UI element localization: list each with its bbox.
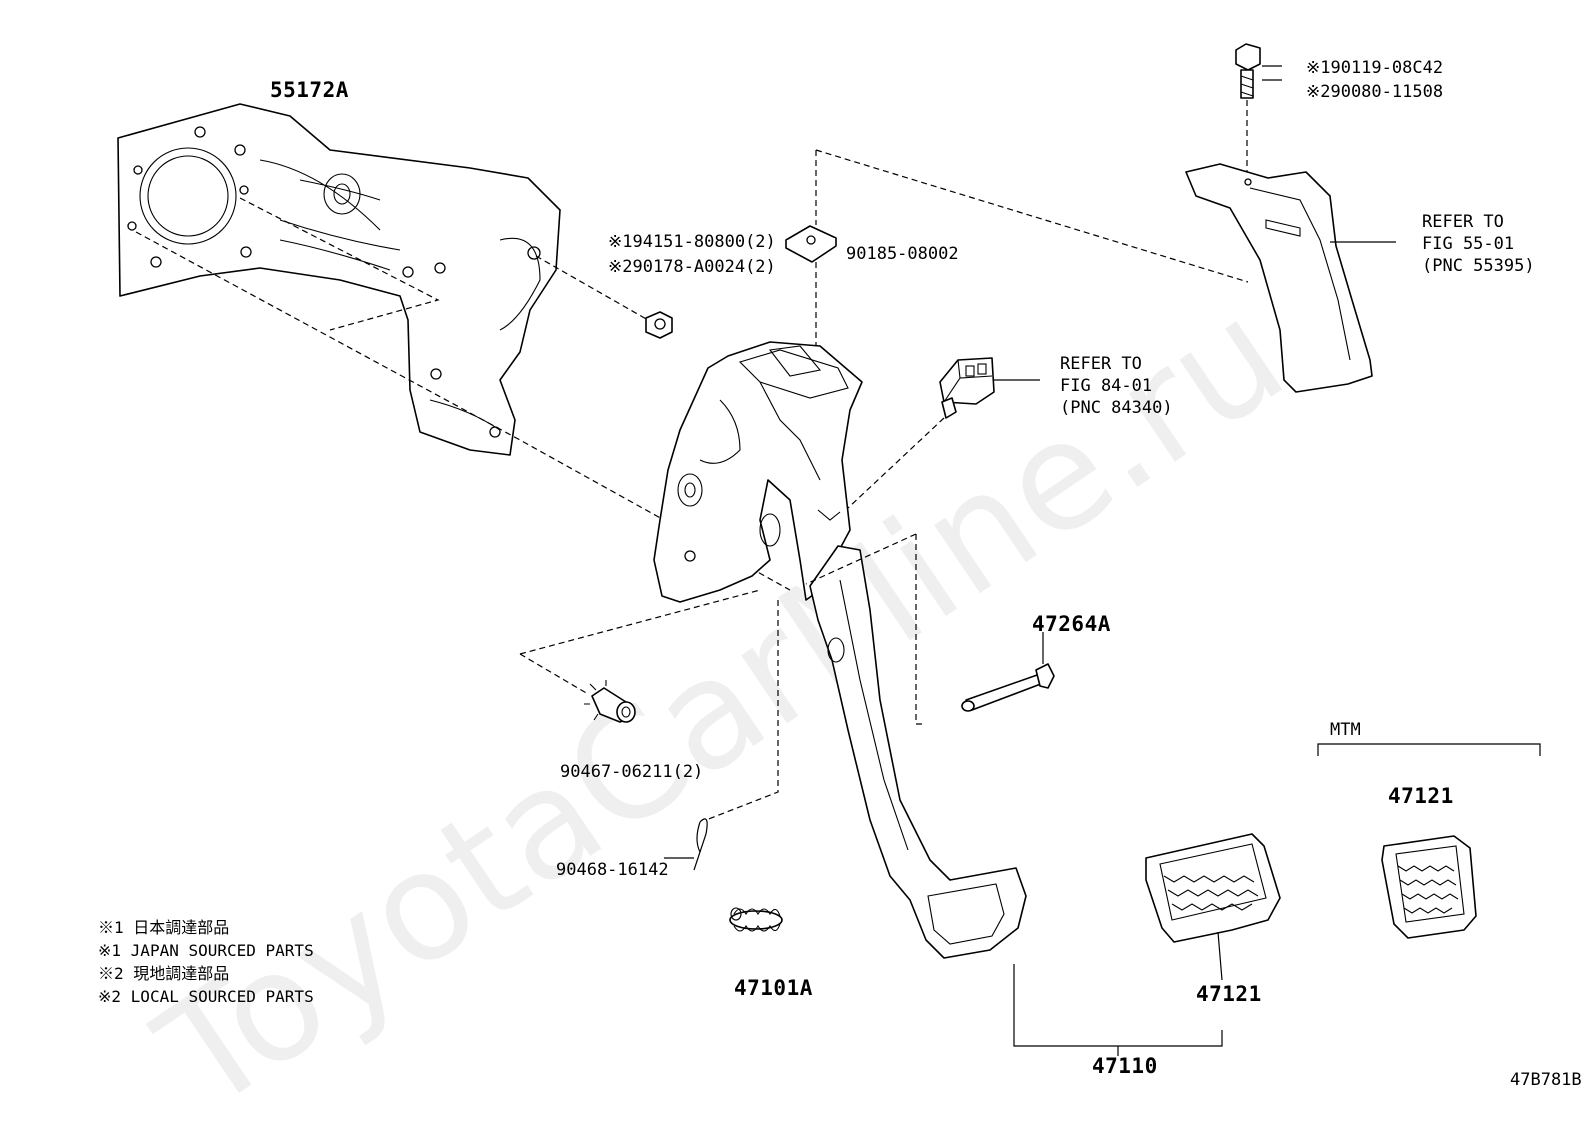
label-bushing: 90467-06211(2) <box>560 762 704 782</box>
label-clip: 90185-08002 <box>846 244 959 264</box>
note-line-4: ※2 LOCAL SOURCED PARTS <box>98 987 314 1006</box>
pin-drawing <box>693 818 708 871</box>
cover-drawing <box>1185 163 1373 393</box>
switch-drawing <box>939 357 995 419</box>
label-refer2-line3: (PNC 84340) <box>1060 398 1173 418</box>
label-47101a: 47101A <box>734 976 813 1000</box>
label-refer2-line2: FIG 84-01 <box>1060 376 1153 396</box>
label-47121-mtm: 47121 <box>1388 784 1454 808</box>
figure-code: 47B781B <box>1510 1070 1582 1090</box>
note-line-2: ※1 JAPAN SOURCED PARTS <box>98 941 314 960</box>
spring-drawing <box>729 907 783 932</box>
label-47121: 47121 <box>1196 982 1262 1006</box>
pedal-pad-mtm-drawing <box>1381 835 1477 939</box>
bolt-drawing <box>1235 43 1261 99</box>
note-line-1: ※1 日本調達部品 <box>98 918 230 937</box>
label-refer1-line1: REFER TO <box>1422 212 1504 232</box>
pedal-assembly-diagram <box>117 43 1541 1056</box>
pedal-support-drawing <box>653 341 863 603</box>
label-nut-2: ※290178-A0024(2) <box>608 257 776 277</box>
clip-drawing <box>785 225 837 263</box>
pedal-pad-drawing <box>1145 833 1281 943</box>
shaft-drawing <box>961 663 1055 712</box>
brake-pedal-drawing <box>809 545 1027 959</box>
bracket-55172a-drawing <box>117 103 561 456</box>
label-47110: 47110 <box>1092 1054 1158 1078</box>
label-refer2-line1: REFER TO <box>1060 354 1142 374</box>
label-mtm: MTM <box>1330 720 1361 740</box>
note-line-3: ※2 現地調達部品 <box>98 964 230 983</box>
label-bolt-2: ※290080-11508 <box>1306 82 1444 102</box>
label-47264a: 47264A <box>1032 612 1111 636</box>
nut-drawing <box>645 311 673 339</box>
label-refer1-line2: FIG 55-01 <box>1422 234 1515 254</box>
label-55172a: 55172A <box>270 78 349 102</box>
label-refer1-line3: (PNC 55395) <box>1422 256 1535 276</box>
bushing-drawing <box>584 680 636 723</box>
label-pin: 90468-16142 <box>556 860 669 880</box>
label-nut-1: ※194151-80800(2) <box>608 232 776 252</box>
label-bolt-1: ※190119-08C42 <box>1306 58 1444 78</box>
